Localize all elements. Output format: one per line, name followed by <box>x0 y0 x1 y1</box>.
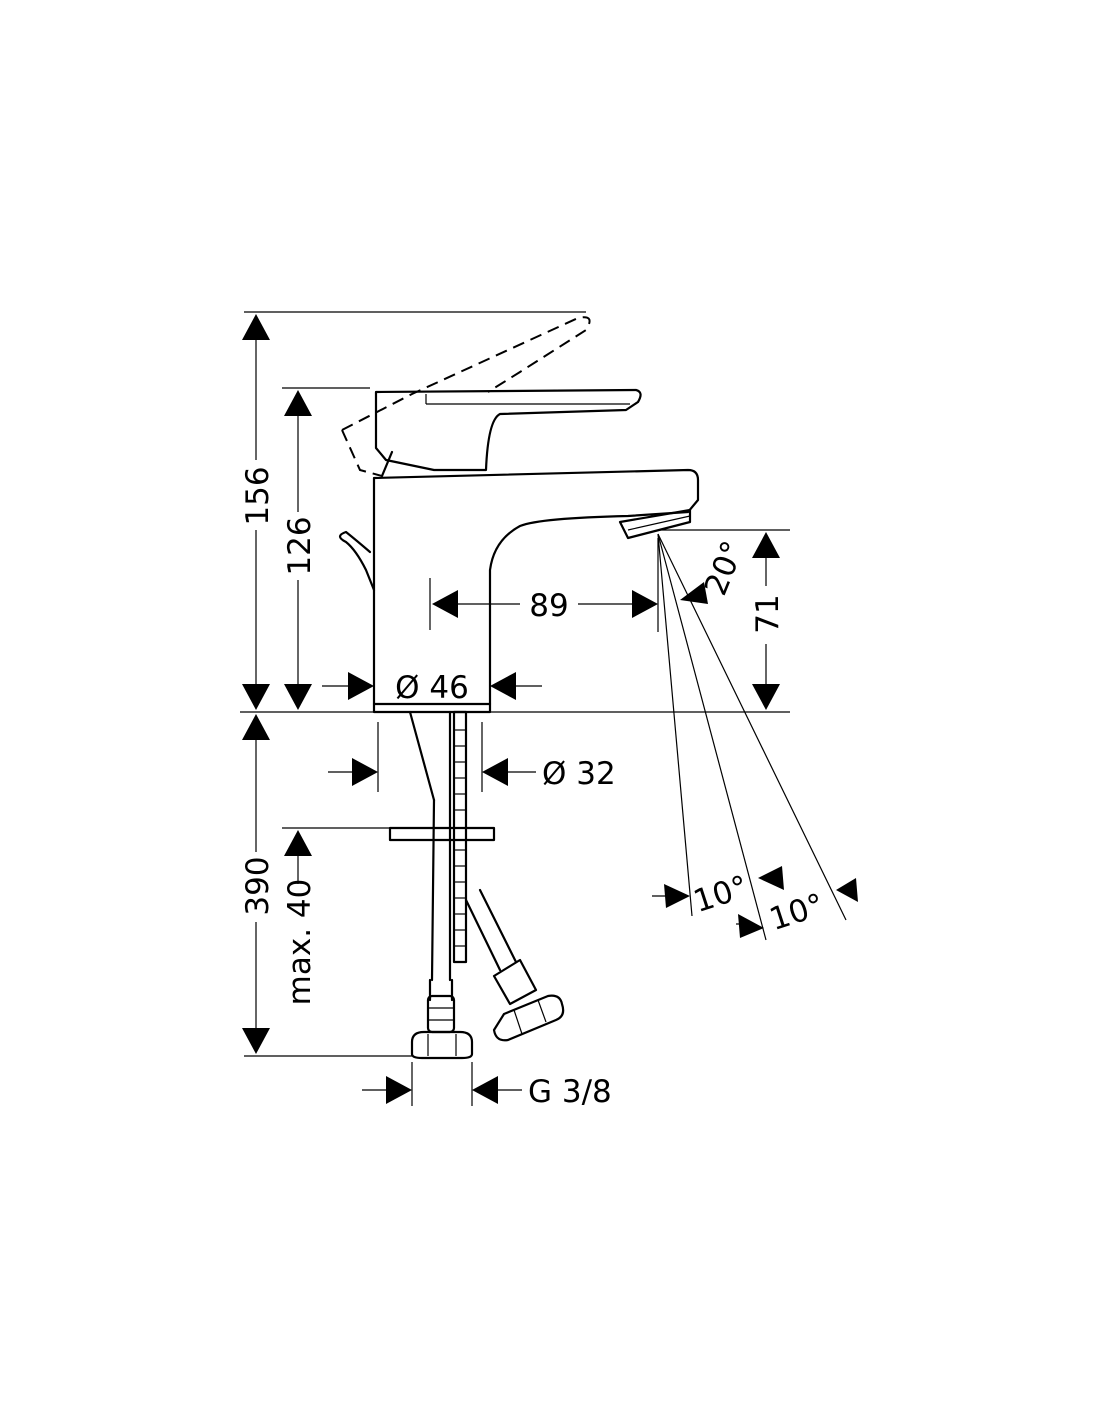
dim-label-126: 126 <box>282 516 318 575</box>
extension-lines <box>240 311 847 1106</box>
dim-label-71: 71 <box>750 594 786 633</box>
dim-label-156: 156 <box>240 466 276 525</box>
dim-label-10deg-1: 10° <box>689 869 752 920</box>
dimension-line-390 <box>242 714 270 1054</box>
thread-marks <box>454 729 466 947</box>
popup-rod <box>338 530 376 592</box>
dim-label-390: 390 <box>240 856 276 915</box>
dimension-line-71 <box>752 532 780 710</box>
faucet-body <box>372 468 700 714</box>
mounting-hardware <box>388 710 565 1060</box>
dimension-line-max40 <box>284 830 312 884</box>
lever-open-position <box>341 316 591 477</box>
dimension-line-156 <box>242 314 270 710</box>
dim-label-max40: max. 40 <box>282 879 318 1006</box>
angle-arrows <box>652 582 858 938</box>
dim-label-d32: Ø 32 <box>542 756 616 792</box>
dimension-line-d32 <box>328 758 536 786</box>
dim-label-89: 89 <box>529 588 568 624</box>
dimension-line-g38 <box>362 1076 522 1104</box>
dim-label-g38: G 3/8 <box>528 1074 612 1110</box>
dimension-line-d46 <box>322 672 542 700</box>
dimension-line-126 <box>284 390 312 710</box>
dimension-line-89 <box>432 590 658 618</box>
dim-label-20deg: 20° <box>698 536 752 600</box>
dim-label-10deg-2: 10° <box>765 887 828 938</box>
lever-handle <box>374 388 642 478</box>
dim-label-d46: Ø 46 <box>395 670 469 706</box>
